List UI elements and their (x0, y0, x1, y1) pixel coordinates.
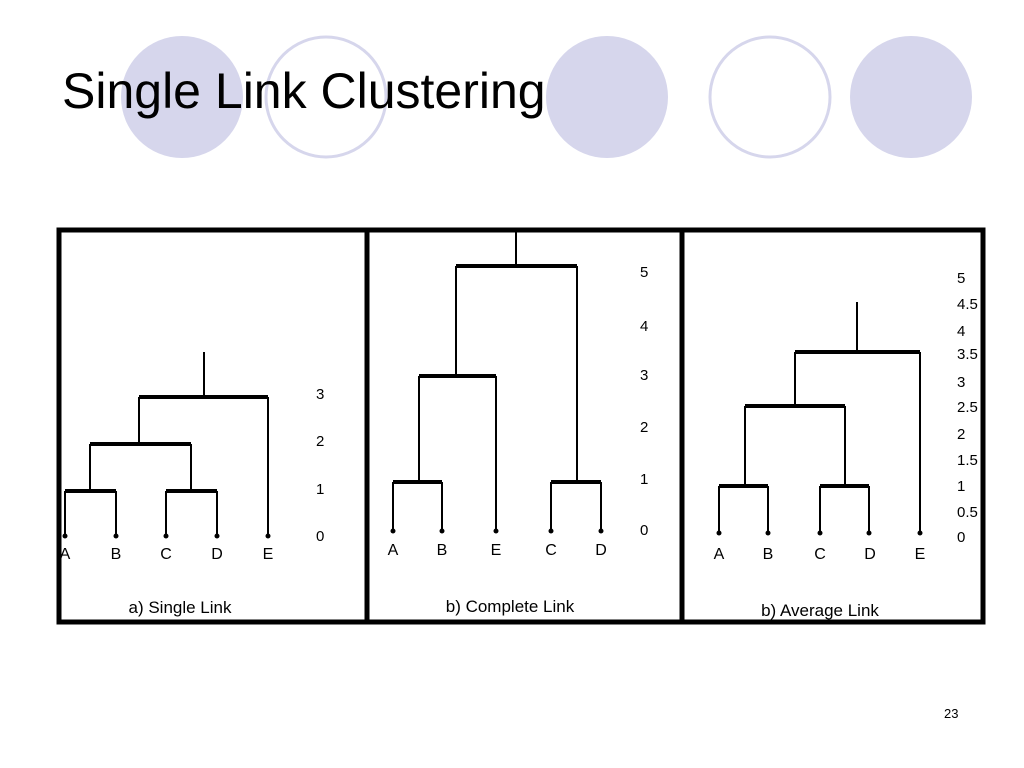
leaf-dot (113, 533, 119, 539)
scale-label: 2 (957, 426, 965, 443)
page-number: 23 (944, 706, 959, 721)
scale-label: 4 (957, 323, 965, 340)
leaf-label: D (864, 546, 876, 563)
leaf-dot (917, 530, 923, 536)
scale-label: 1 (640, 471, 648, 488)
scale-label: 3 (957, 374, 965, 391)
scale-label: 2.5 (957, 399, 978, 416)
figure-frame (56, 227, 986, 625)
leaf-label: B (437, 542, 448, 559)
leaf-label: B (763, 546, 774, 563)
leaf-dot (214, 533, 220, 539)
leaf-label: A (714, 546, 725, 563)
leaf-label: C (814, 546, 826, 563)
panel-caption: b) Average Link (761, 601, 879, 620)
leaf-label: B (111, 546, 122, 563)
scale-label: 0.5 (957, 504, 978, 521)
scale-label: 3 (316, 386, 324, 403)
scale-label: 2 (640, 419, 648, 436)
leaf-dot (765, 530, 771, 536)
decor-circle-filled (546, 36, 668, 158)
leaf-label: C (545, 542, 557, 559)
leaf-label: D (595, 542, 607, 559)
scale-label: 0 (316, 528, 324, 545)
decor-circle-filled (121, 36, 243, 158)
panel-caption: b) Complete Link (446, 597, 575, 616)
decorative-circles (121, 35, 972, 159)
leaf-dot (62, 533, 68, 539)
leaf-dot (163, 533, 169, 539)
leaf-dot (866, 530, 872, 536)
scale-label: 1.5 (957, 452, 978, 469)
leaf-label: A (388, 542, 399, 559)
leaf-label: E (263, 546, 274, 563)
leaf-label: E (915, 546, 926, 563)
dendrogram-complete-link (392, 232, 602, 531)
scale-label: 3 (640, 367, 648, 384)
dendrogram-average-link (718, 302, 921, 533)
scale-label: 3.5 (957, 346, 978, 363)
dendrogram-single-link (64, 352, 269, 536)
leaf-dot (439, 528, 445, 534)
panel-caption: a) Single Link (128, 598, 232, 617)
leaf-label: E (491, 542, 502, 559)
scale-label: 5 (957, 270, 965, 287)
leaf-dot (598, 528, 604, 534)
leaf-dot (548, 528, 554, 534)
scale-label: 5 (640, 264, 648, 281)
scale-label: 4.5 (957, 296, 978, 313)
leaf-label: D (211, 546, 223, 563)
scale-label: 1 (957, 478, 965, 495)
scale-label: 0 (957, 529, 965, 546)
scale-label: 4 (640, 318, 648, 335)
leaf-label: A (60, 546, 71, 563)
slide-title: Single Link Clustering (62, 63, 546, 119)
scale-label: 1 (316, 481, 324, 498)
leaf-dots (62, 533, 271, 539)
leaf-dot (493, 528, 499, 534)
leaf-dot (390, 528, 396, 534)
leaf-dot (716, 530, 722, 536)
scale-label: 2 (316, 433, 324, 450)
scale-label: 0 (640, 522, 648, 539)
decor-circle-outline (264, 35, 388, 159)
leaf-dot (817, 530, 823, 536)
leaf-dot (265, 533, 271, 539)
leaf-label: C (160, 546, 172, 563)
decor-circle-outline (708, 35, 832, 159)
decor-circle-filled (850, 36, 972, 158)
